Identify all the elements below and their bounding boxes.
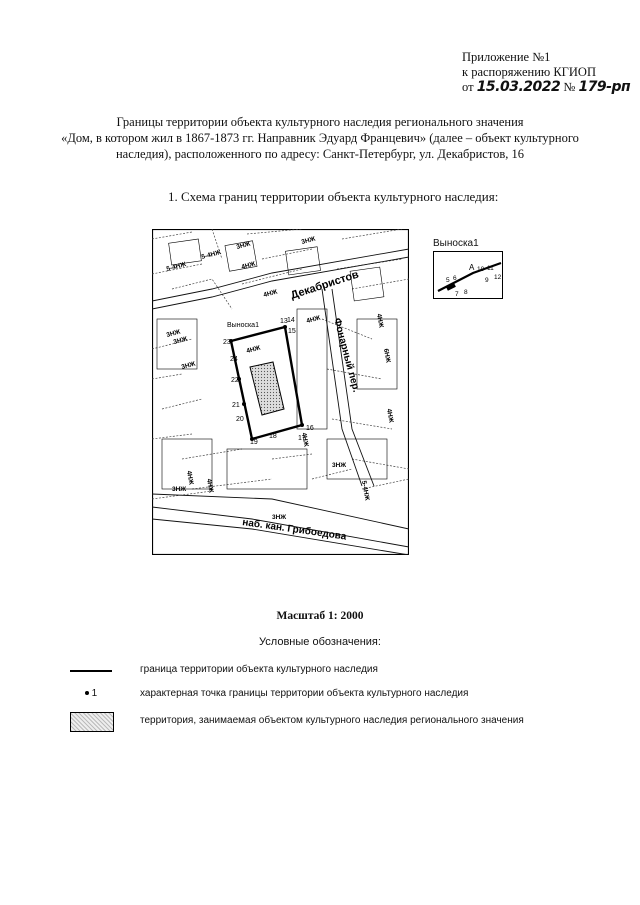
building-mark: 4НЖ xyxy=(205,478,214,493)
building-mark: 3НЖ xyxy=(172,486,186,493)
building-mark: 5-4НЖ xyxy=(201,249,222,261)
building-mark: 3НЖ xyxy=(236,240,252,250)
map-point-label: 23 xyxy=(223,339,231,346)
boundary-line-symbol xyxy=(70,670,112,672)
inset-point: 8 xyxy=(464,289,468,296)
appendix-date-line: от 15.03.2022 № 179-рп xyxy=(462,79,631,95)
building-mark: 5-4НЖ xyxy=(360,480,370,501)
inset-point: 11 xyxy=(487,265,494,272)
map-point-label: 17 xyxy=(298,435,306,442)
building-mark: 3НЖ xyxy=(173,335,189,345)
map-scale: Масштаб 1: 2000 xyxy=(276,610,364,622)
building-mark: 4НЖ xyxy=(241,260,257,270)
legend-title: Условные обозначения: xyxy=(259,636,381,648)
building-mark: 3НЖ xyxy=(332,462,346,469)
building-mark: 4НЖ xyxy=(306,314,322,324)
inset-point: 9 xyxy=(485,277,489,284)
title-line3: наследия), расположенного по адресу: Сан… xyxy=(115,147,525,161)
date-prefix: от xyxy=(462,80,474,94)
inset-title: Выноска1 xyxy=(433,238,479,249)
inset-map: 5 6 10 11 12 7 8 9 А xyxy=(433,251,503,299)
building-mark: 4НЖ xyxy=(385,408,394,423)
number-prefix: № xyxy=(563,80,576,94)
inset-point: 5 xyxy=(446,277,450,284)
building-mark: 4НЖ xyxy=(185,470,194,485)
document-title: Границы территории объекта культурного н… xyxy=(40,114,600,162)
map-point-label: 18 xyxy=(269,433,277,440)
map-point-label: 20 xyxy=(236,416,244,423)
title-line2: «Дом, в котором жил в 1867-1873 гг. Напр… xyxy=(61,131,579,145)
legend-territory-text: территория, занимаемая объектом культурн… xyxy=(140,715,524,726)
building-mark: 3НЖ xyxy=(272,514,286,521)
legend-boundary-text: граница территории объекта культурного н… xyxy=(140,664,378,675)
building-mark: 5-4НЖ xyxy=(166,261,187,273)
inset-point: 7 xyxy=(455,291,459,298)
appendix-line2: к распоряжению КГИОП xyxy=(462,65,596,79)
building-mark: 3НЖ xyxy=(166,328,182,338)
title-line1: Границы территории объекта культурного н… xyxy=(116,115,524,129)
map-point-label: 13 xyxy=(280,318,288,325)
appendix-line1: Приложение №1 xyxy=(462,50,551,64)
inset-point: 6 xyxy=(453,275,457,282)
building-mark: 3НЖ xyxy=(181,360,197,370)
territory-hatch-symbol xyxy=(70,712,114,732)
building-mark: 4НЖ xyxy=(300,432,309,447)
boundary-map: Выноска1 13 14 15 16 17 18 19 20 21 22 2… xyxy=(152,229,409,555)
map-point-label: 24 xyxy=(230,356,238,363)
callout-inset: Выноска1 5 6 10 11 12 7 8 9 А xyxy=(433,238,503,304)
map-callout-label: Выноска1 xyxy=(227,322,259,329)
building-mark: 4НЖ xyxy=(375,313,384,328)
point-dot-icon xyxy=(84,691,89,696)
building-mark: 3НЖ xyxy=(301,235,317,245)
handwritten-date: 15.03.2022 xyxy=(476,79,561,95)
inset-letter: А xyxy=(469,263,475,272)
map-point-label: 14 xyxy=(287,317,295,324)
map-point-label: 22 xyxy=(231,377,239,384)
appendix-header: Приложение №1 к распоряжению КГИОП от 15… xyxy=(462,50,631,95)
map-point-label: 21 xyxy=(232,402,240,409)
handwritten-number: 179-рп xyxy=(578,79,631,95)
point-symbol: 1 xyxy=(70,688,112,699)
map-point-label: 16 xyxy=(306,425,314,432)
building-mark: 4НЖ xyxy=(263,288,279,298)
building-mark: 6НЖ xyxy=(382,348,391,363)
section-heading: 1. Схема границ территории объекта культ… xyxy=(168,189,499,204)
legend-point-text: характерная точка границы территории объ… xyxy=(140,688,469,699)
inset-point: 10 xyxy=(477,266,485,273)
inset-point: 12 xyxy=(494,274,502,281)
building-mark: 4НЖ xyxy=(246,344,262,354)
point-symbol-number: 1 xyxy=(91,688,98,699)
map-point-label: 15 xyxy=(288,328,296,335)
map-point-label: 19 xyxy=(250,439,258,446)
